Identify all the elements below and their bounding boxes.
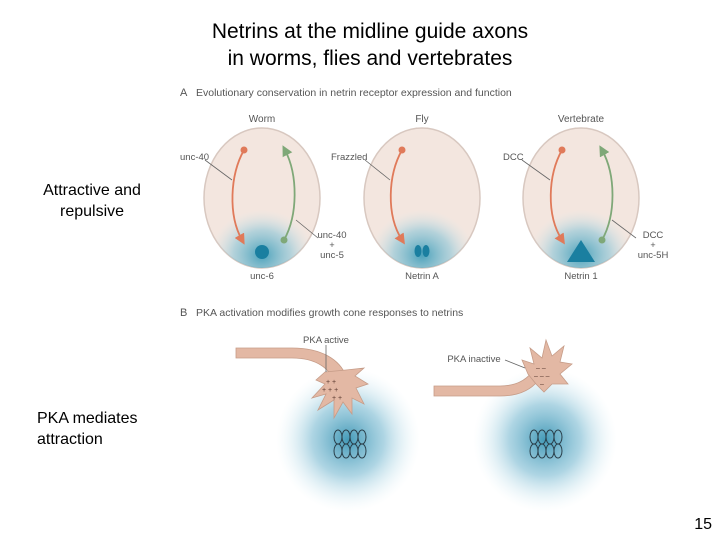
svg-text:– –: – – — [536, 365, 546, 372]
growth-cone-attracted — [310, 367, 369, 420]
pka-mediates-label: PKA mediates attraction — [37, 408, 138, 450]
axon-pka-active: + + + + + + + — [235, 347, 369, 420]
attractive-axon-worm — [231, 149, 245, 245]
svg-text:–: – — [540, 381, 544, 388]
pka-inactive-label: PKA inactive — [447, 354, 500, 365]
netrin-gradient-left — [276, 368, 420, 512]
attractive-label-line-2: repulsive — [59, 203, 125, 220]
fly-receptor-top: Frazzled — [331, 152, 367, 163]
slide-title: Netrins at the midline guide axons in wo… — [0, 18, 720, 72]
vertebrate-receptor-bottom-2: + — [650, 240, 655, 250]
attractive-label-line-1: Attractive and — [43, 182, 141, 199]
title-line-1: Netrins at the midline guide axons — [211, 20, 529, 43]
netrin-source-worm — [255, 245, 269, 259]
worm-receptor-top: unc-40 — [180, 152, 209, 163]
fly-ligand: Netrin A — [405, 271, 439, 282]
svg-text:+ +: + + — [332, 395, 342, 402]
title-line-2: in worms, flies and vertebrates — [227, 47, 513, 70]
repulsive-axon-vertebrate — [599, 145, 614, 241]
panel-a-title: Evolutionary conservation in netrin rece… — [196, 87, 512, 99]
panel-b-title: PKA activation modifies growth cone resp… — [196, 307, 463, 319]
organism-fly: Fly — [415, 114, 428, 125]
netrin-source-fly — [414, 245, 422, 257]
vertebrate-receptor-bottom-3: unc-5H — [638, 250, 669, 261]
leader-lines — [204, 159, 637, 239]
worm-embryo — [203, 127, 321, 269]
worm-receptor-bottom-1: unc-40 — [317, 230, 346, 241]
panel-b-letter: B — [180, 307, 187, 319]
vertebrate-receptor-top: DCC — [503, 152, 524, 163]
organism-worm: Worm — [249, 114, 275, 125]
attractive-axon-vertebrate — [549, 149, 565, 245]
worm-receptor-bottom-3: unc-5 — [320, 250, 344, 261]
vertebrate-receptor-bottom-1: DCC — [643, 230, 664, 241]
axon-pka-inactive: – – – – – – — [433, 338, 573, 397]
repulsive-axon-worm — [282, 145, 296, 241]
fly-embryo — [363, 127, 481, 269]
attractive-axon-fly — [389, 149, 405, 245]
vertebrate-embryo — [522, 127, 640, 269]
svg-text:+ +: + + — [326, 379, 336, 386]
worm-receptor-bottom-2: + — [329, 240, 334, 250]
vertebrate-ligand: Netrin 1 — [564, 271, 597, 282]
attractive-repulsive-label: Attractive and repulsive — [22, 180, 162, 222]
netrin-source-floorplate — [567, 240, 595, 262]
panel-a-letter: A — [180, 87, 188, 99]
netrin-gradient-right — [473, 368, 617, 512]
pka-label-line-2: attraction — [37, 431, 103, 448]
pka-inactive-leader — [504, 359, 526, 369]
organism-vertebrate: Vertebrate — [558, 114, 605, 125]
svg-text:– – –: – – – — [534, 373, 550, 380]
pka-label-line-1: PKA mediates — [37, 410, 138, 427]
svg-text:+ + +: + + + — [322, 387, 338, 394]
pka-active-label: PKA active — [303, 335, 349, 346]
netrin-cluster-left — [333, 429, 367, 459]
page-number: 15 — [694, 516, 712, 533]
worm-ligand: unc-6 — [250, 271, 274, 282]
growth-cone-repelled — [521, 338, 573, 393]
netrin-cluster-right — [529, 429, 563, 459]
